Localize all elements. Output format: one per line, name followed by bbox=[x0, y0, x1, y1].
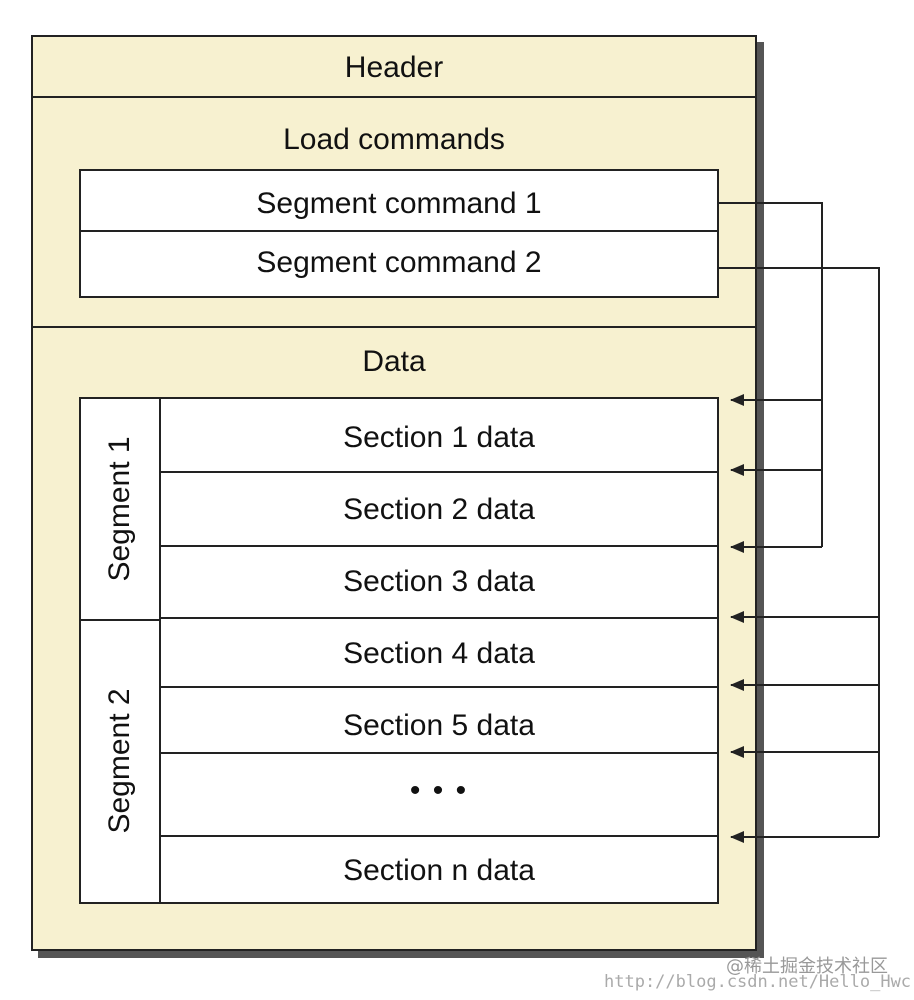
data-title: Data bbox=[362, 345, 426, 378]
mach-o-file: Header Load commands Segment command 1 S… bbox=[31, 35, 757, 951]
sections-column: Section 1 data Section 2 data Section 3 … bbox=[161, 399, 717, 902]
section-2: Section 2 data bbox=[343, 493, 535, 526]
section-4: Section 4 data bbox=[343, 637, 535, 670]
segment-column-divider bbox=[159, 399, 161, 902]
load-commands-box: Segment command 1 Segment command 2 bbox=[79, 169, 719, 298]
watermark-url: http://blog.csdn.net/Hello_Hwc bbox=[604, 972, 912, 992]
section-divider bbox=[161, 835, 717, 837]
section-5: Section 5 data bbox=[343, 709, 535, 742]
section-divider bbox=[161, 686, 717, 688]
segment-command-1: Segment command 1 bbox=[256, 187, 542, 220]
section-n: Section n data bbox=[343, 854, 535, 887]
segment-divider bbox=[81, 619, 159, 621]
segment-command-2: Segment command 2 bbox=[256, 246, 542, 279]
section-3: Section 3 data bbox=[343, 565, 535, 598]
section-divider bbox=[161, 752, 717, 754]
data-box: Segment 1 Segment 2 Section 1 data Secti… bbox=[79, 397, 719, 904]
segment-1-connector bbox=[717, 202, 823, 547]
section-divider bbox=[161, 617, 717, 619]
load-commands-divider bbox=[33, 326, 755, 328]
header-label: Header bbox=[344, 51, 444, 84]
section-divider bbox=[161, 545, 717, 547]
row-divider bbox=[81, 230, 717, 232]
section-divider bbox=[161, 471, 717, 473]
ellipsis-row: • • • bbox=[409, 774, 469, 807]
section-1: Section 1 data bbox=[343, 421, 535, 454]
segment-2-connector bbox=[717, 267, 880, 837]
load-commands-title: Load commands bbox=[283, 123, 505, 156]
watermark-brand: @稀土掘金技术社区 bbox=[726, 956, 888, 977]
header-divider bbox=[33, 96, 755, 98]
